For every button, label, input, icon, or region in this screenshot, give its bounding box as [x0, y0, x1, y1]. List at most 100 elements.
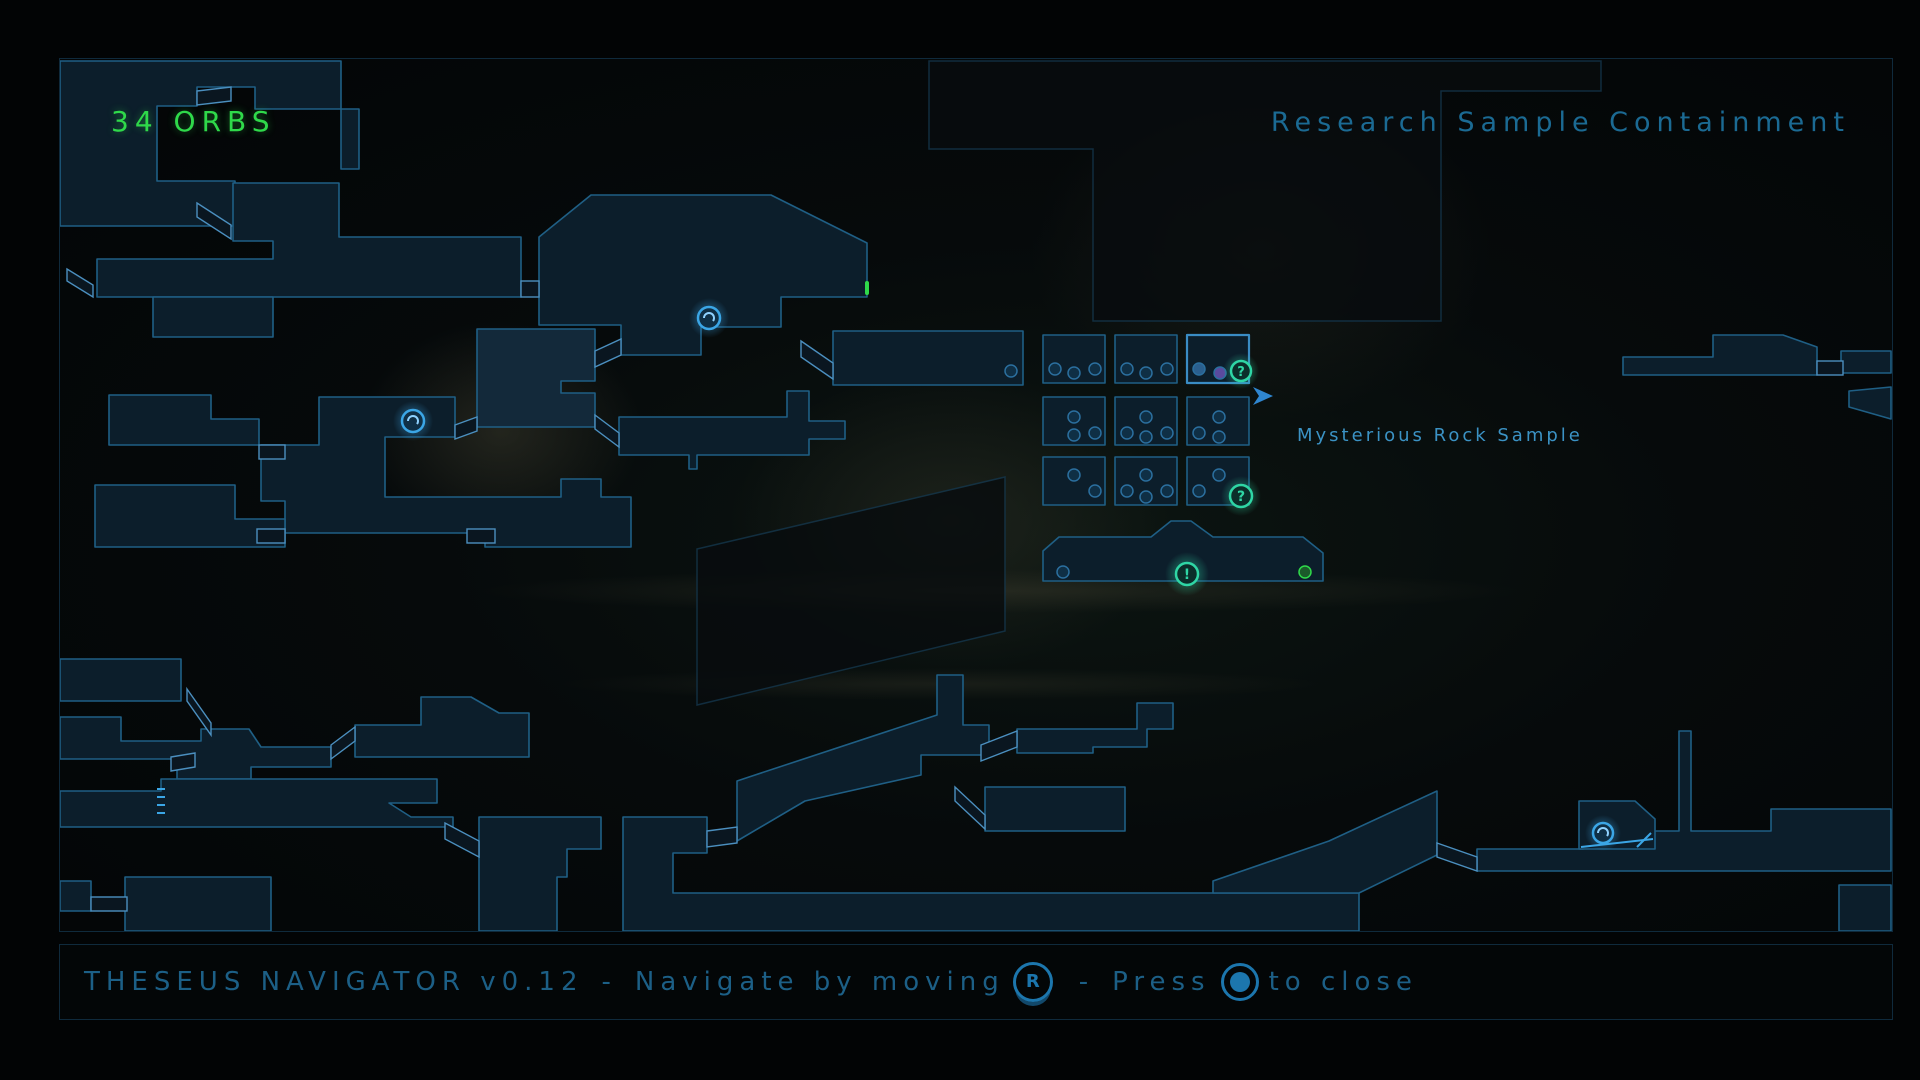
room-left-mid-c — [94, 484, 286, 548]
room-bottom-center-b — [622, 816, 1360, 931]
orb-node — [1048, 362, 1062, 376]
footer-instructions: THESEUS NAVIGATOR v0.12 - Navigate by mo… — [84, 962, 1418, 1002]
door-9 — [258, 444, 286, 460]
unexplored-slope-region — [696, 476, 1006, 706]
room-bottom-left-c — [354, 696, 530, 758]
room-bottom-right-long — [1476, 730, 1892, 872]
orb-node — [1004, 364, 1018, 378]
orb-node — [1192, 484, 1206, 498]
door-5 — [594, 337, 622, 369]
spiral-icon — [1597, 827, 1609, 837]
orb-node — [1160, 426, 1174, 440]
door-21 — [1816, 360, 1844, 376]
map-viewport[interactable]: ? ? ! 34 ORBS Research Sample Containmen… — [59, 58, 1893, 932]
door-11 — [466, 528, 496, 544]
door-13 — [170, 752, 196, 772]
room-left-mid-a — [108, 394, 260, 446]
room-bottom-ledge — [1016, 702, 1174, 754]
save-point-3[interactable] — [1585, 815, 1621, 851]
door-15 — [444, 821, 480, 859]
door-10 — [256, 528, 286, 544]
orb-node — [1160, 362, 1174, 376]
door-19 — [954, 785, 986, 831]
room-bottom-left-a — [60, 658, 182, 702]
question-mark-icon: ? — [1237, 489, 1245, 505]
room-containment-base — [1042, 520, 1324, 582]
orb-node — [1120, 362, 1134, 376]
door-14 — [330, 725, 356, 761]
orb-node — [1160, 484, 1174, 498]
orb-node — [1212, 410, 1226, 424]
separator: - — [601, 967, 617, 997]
room-mid-corridor — [618, 390, 846, 470]
location-label: Mysterious Rock Sample — [1297, 425, 1583, 446]
orb-node — [1120, 484, 1134, 498]
orb-node — [1067, 410, 1081, 424]
unexplored-sky-region — [928, 60, 1602, 322]
navigator-footer: THESEUS NAVIGATOR v0.12 - Navigate by mo… — [59, 944, 1893, 1020]
door-6 — [800, 339, 834, 381]
door-18 — [980, 729, 1018, 763]
orb-node-green — [1298, 565, 1312, 579]
orb-node — [1139, 490, 1153, 504]
door-4 — [520, 280, 540, 298]
orb-counter: 34 ORBS — [111, 105, 276, 138]
room-bottom-center-a — [478, 816, 602, 931]
room-top-left-c — [152, 296, 274, 338]
app-name: THESEUS NAVIGATOR v0.12 — [84, 967, 584, 997]
question-marker-1[interactable]: ? — [1223, 353, 1259, 389]
orb-node — [1088, 362, 1102, 376]
separator: - — [1078, 967, 1095, 997]
room-lit-chamber — [476, 328, 596, 428]
orb-node — [1067, 468, 1081, 482]
room-dome — [538, 194, 868, 356]
orb-node — [1088, 484, 1102, 498]
room-top-left-b — [96, 182, 522, 298]
room-bottom-left-d — [60, 778, 454, 828]
door-8 — [594, 413, 620, 449]
orb-node — [1120, 426, 1134, 440]
green-exit-marker — [865, 281, 869, 295]
door-2 — [196, 201, 232, 241]
exclamation-icon: ! — [1184, 567, 1190, 583]
orb-node — [1067, 366, 1081, 380]
room-bottom-right-corner — [1838, 884, 1892, 931]
door-3 — [66, 267, 94, 299]
orb-node — [1212, 468, 1226, 482]
orb-node — [1139, 366, 1153, 380]
orb-node — [1139, 410, 1153, 424]
room-bottom-left-f — [124, 876, 272, 931]
save-point-1[interactable] — [689, 298, 729, 338]
orb-node — [1192, 362, 1206, 376]
room-right-c — [1848, 386, 1892, 420]
door-17 — [706, 826, 738, 848]
room-bottom-left-b — [60, 716, 332, 780]
map-canvas: ? ? ! — [60, 60, 1892, 931]
room-right-b — [1840, 350, 1892, 374]
room-bottom-right-ramp — [1212, 790, 1438, 894]
orb-node — [1056, 565, 1070, 579]
room-bottom-left-e — [60, 880, 92, 912]
navigate-instruction: Navigate by moving — [634, 967, 1005, 997]
spiral-icon — [703, 312, 715, 322]
orb-node — [1192, 426, 1206, 440]
area-title: Research Sample Containment — [1270, 107, 1850, 138]
right-stick-icon: R — [1012, 962, 1053, 1002]
door-1 — [196, 86, 232, 106]
orb-node — [1088, 426, 1102, 440]
circle-button-icon[interactable] — [1220, 963, 1259, 1001]
orb-node — [1139, 430, 1153, 444]
orb-node — [1212, 430, 1226, 444]
alert-marker[interactable]: ! — [1165, 552, 1209, 596]
orb-node — [1067, 428, 1081, 442]
save-point-2[interactable] — [393, 401, 433, 441]
question-mark-icon: ? — [1237, 365, 1245, 380]
question-marker-2[interactable]: ? — [1221, 476, 1261, 516]
door-12 — [186, 686, 212, 738]
player-position-arrow-icon — [1253, 387, 1273, 405]
press-instruction: Press — [1112, 967, 1211, 997]
spiral-icon — [407, 415, 419, 425]
gate-hatch-3 — [1636, 832, 1652, 848]
door-7 — [454, 416, 478, 440]
